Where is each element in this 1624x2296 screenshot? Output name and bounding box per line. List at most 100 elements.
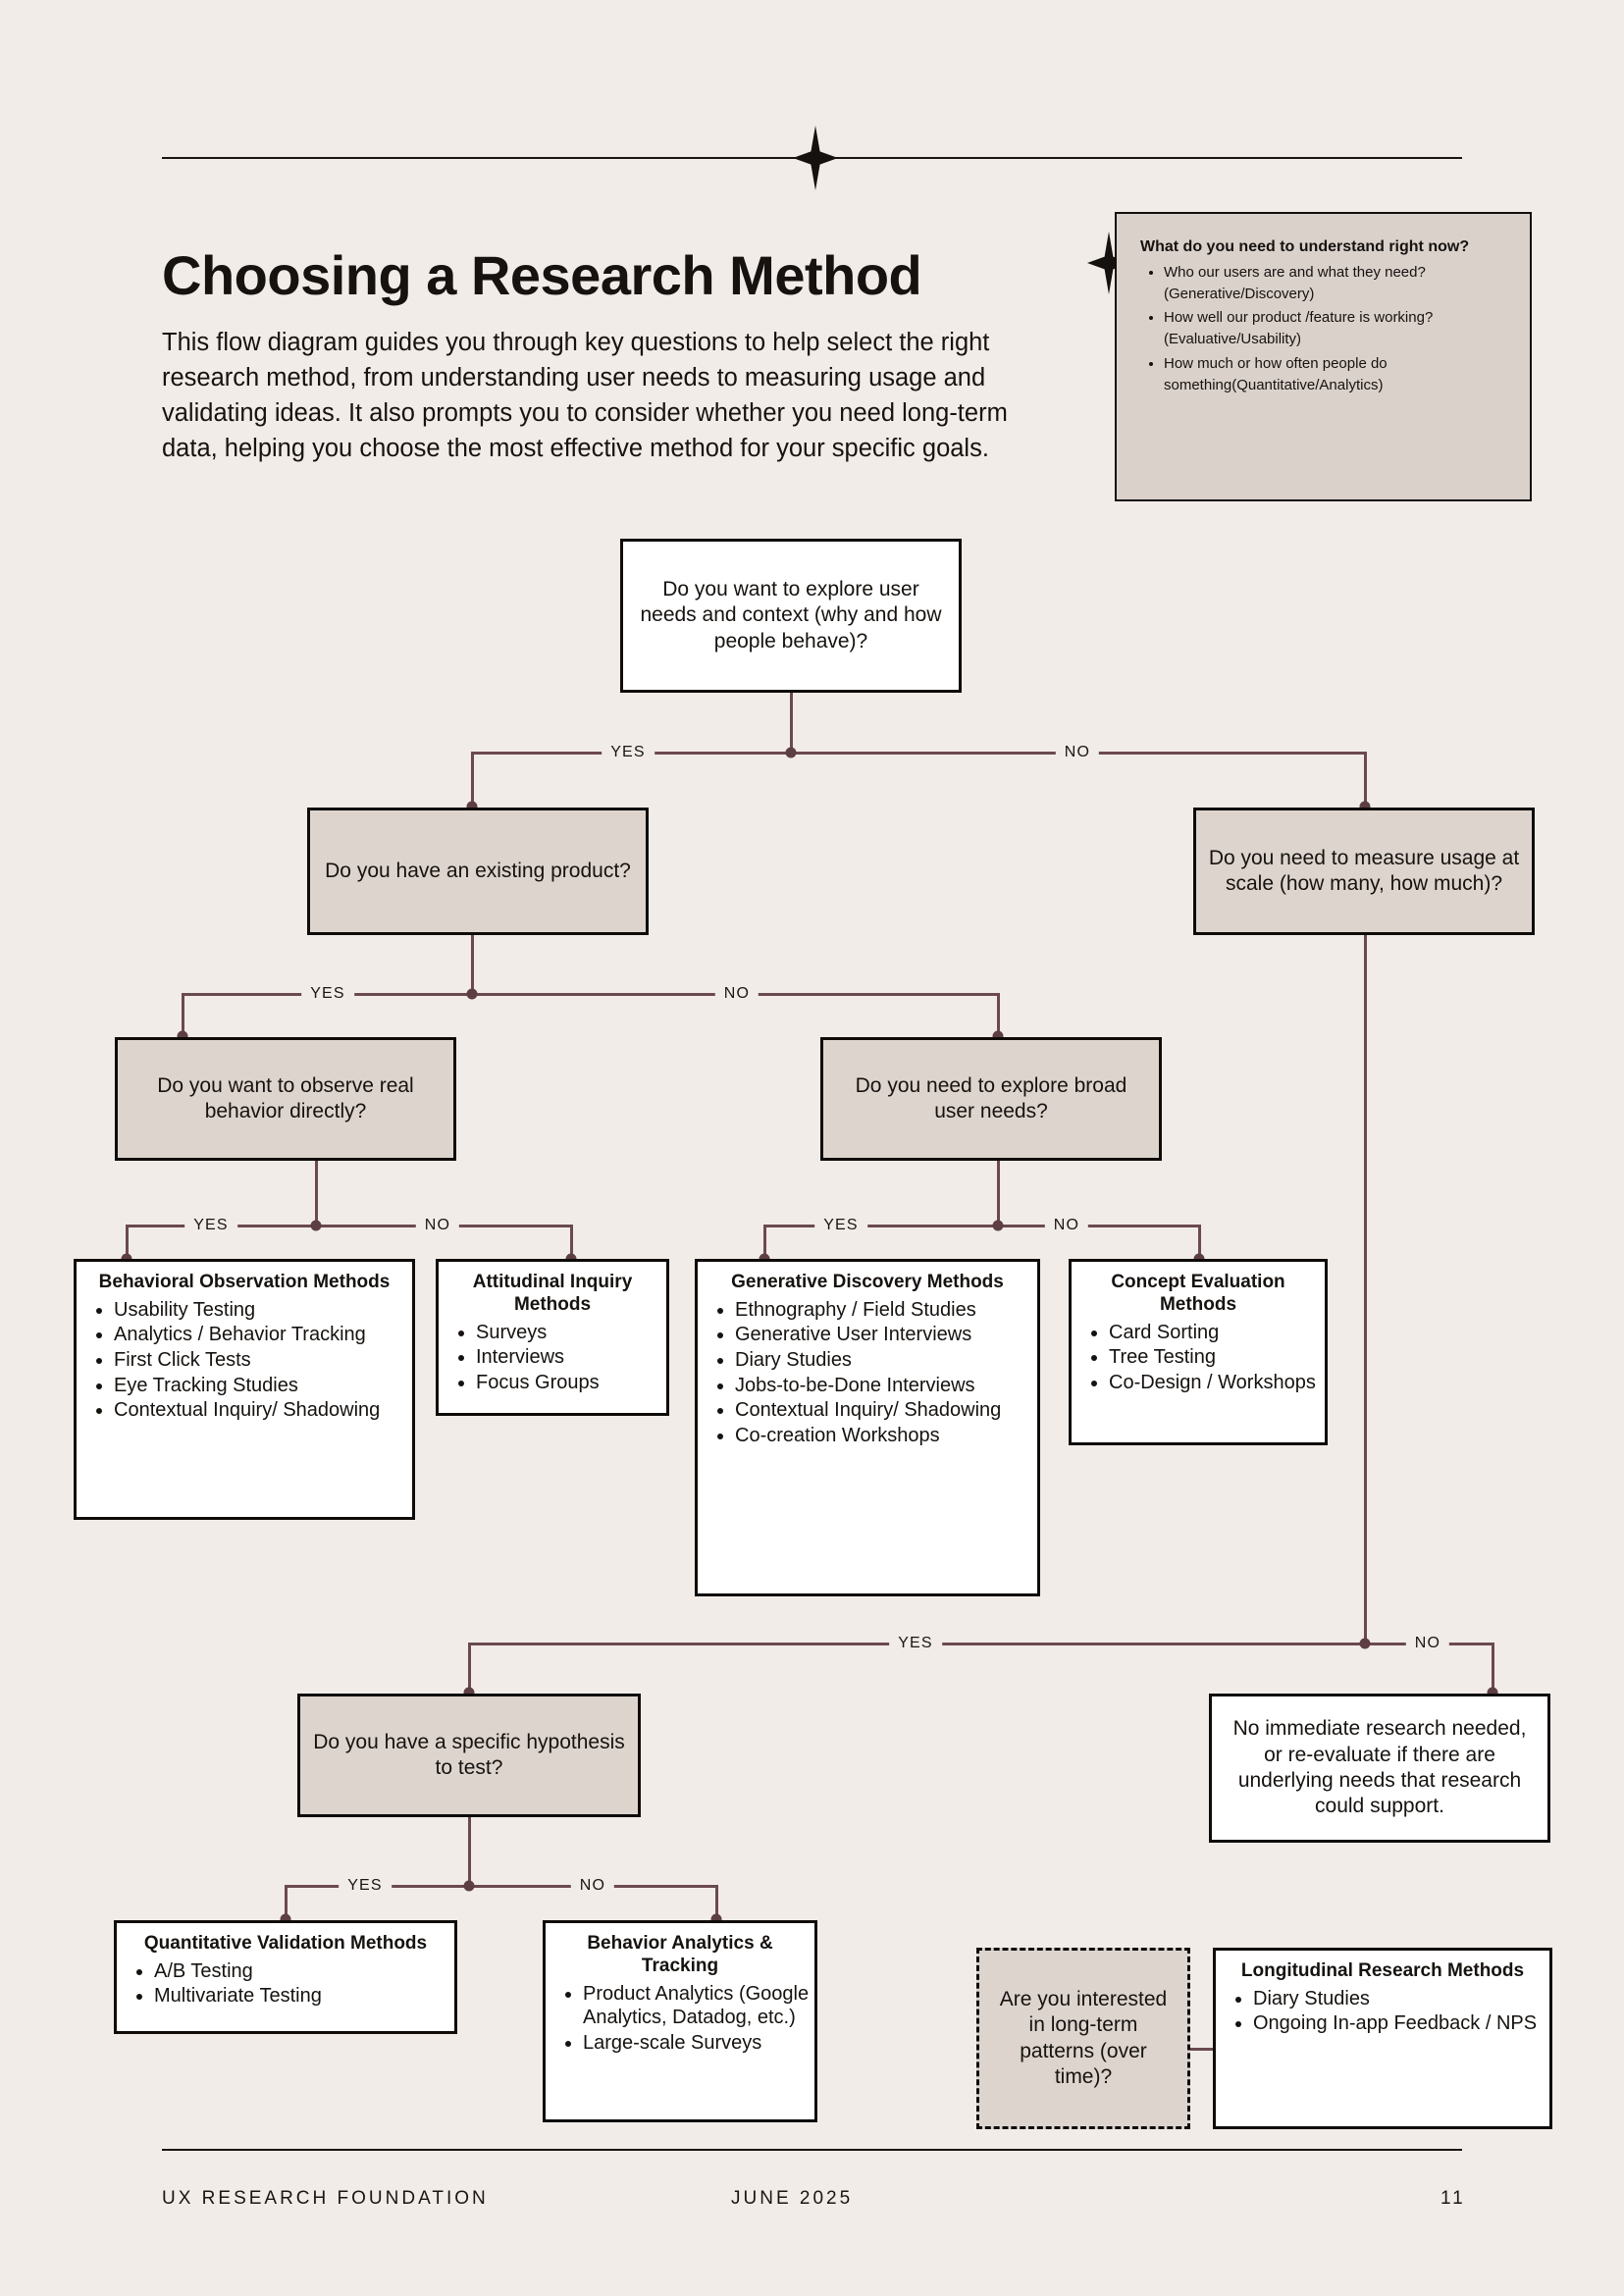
outcome-list: Product Analytics (Google Analytics, Dat… xyxy=(546,1982,814,2057)
connector xyxy=(468,1817,471,1886)
outcome-list: Diary Studies Ongoing In-app Feedback / … xyxy=(1216,1987,1549,2037)
list-item: How well our product /feature is working… xyxy=(1164,307,1510,350)
decision-observe-real-behavior[interactable]: Do you want to observe real behavior dir… xyxy=(115,1037,456,1161)
edge-label-yes: YES xyxy=(184,1217,237,1234)
node-text: Do you have a specific hypothesis to tes… xyxy=(313,1730,625,1779)
outcome-concept-evaluation[interactable]: Concept Evaluation Methods Card Sorting … xyxy=(1069,1259,1328,1445)
outcome-generative-discovery[interactable]: Generative Discovery Methods Ethnography… xyxy=(695,1259,1040,1596)
outcome-title: Concept Evaluation Methods xyxy=(1111,1272,1285,1315)
outcome-list: Usability Testing Analytics / Behavior T… xyxy=(77,1298,412,1424)
edge-label-no: NO xyxy=(1055,744,1100,761)
decision-explore-broad-needs[interactable]: Do you need to explore broad user needs? xyxy=(820,1037,1162,1161)
connector xyxy=(763,1225,1200,1227)
decision-long-term-patterns[interactable]: Are you interested in long-term patterns… xyxy=(976,1948,1190,2129)
node-text: Do you want to explore user needs and co… xyxy=(640,577,942,652)
connector xyxy=(182,993,184,1037)
list-item: Multivariate Testing xyxy=(154,1984,454,2009)
connector xyxy=(1492,1643,1494,1694)
list-item: Ongoing In-app Feedback / NPS xyxy=(1253,2011,1549,2036)
connector xyxy=(471,935,474,994)
connector-dot xyxy=(1359,1638,1371,1649)
list-item: Who our users are and what they need? (G… xyxy=(1164,262,1510,305)
decision-existing-product[interactable]: Do you have an existing product? xyxy=(307,808,649,935)
list-item: Large-scale Surveys xyxy=(583,2031,814,2056)
list-item: Usability Testing xyxy=(114,1298,412,1323)
connector xyxy=(471,752,474,808)
decision-measure-usage-at-scale[interactable]: Do you need to measure usage at scale (h… xyxy=(1193,808,1535,935)
node-text: Do you need to explore broad user needs? xyxy=(855,1073,1127,1122)
connector xyxy=(1364,935,1367,1644)
connector-dot xyxy=(463,1880,475,1892)
edge-label-yes: YES xyxy=(339,1877,392,1895)
edge-label-no: NO xyxy=(570,1877,615,1895)
decision-explore-user-needs[interactable]: Do you want to explore user needs and co… xyxy=(620,539,962,693)
outcome-title: Behavioral Observation Methods xyxy=(98,1272,391,1292)
callout-list: Who our users are and what they need? (G… xyxy=(1140,262,1510,396)
node-text: No immediate research needed, or re-eval… xyxy=(1232,1717,1527,1818)
connector-dot xyxy=(1487,1687,1498,1698)
connector xyxy=(468,1643,1493,1645)
list-item: Interviews xyxy=(476,1345,666,1370)
outcome-longitudinal-research[interactable]: Longitudinal Research Methods Diary Stud… xyxy=(1213,1948,1552,2129)
page-title: Choosing a Research Method xyxy=(162,243,922,306)
connector xyxy=(997,1161,1000,1226)
outcome-list: Surveys Interviews Focus Groups xyxy=(439,1321,666,1396)
list-item: Co-creation Workshops xyxy=(735,1424,1037,1448)
connector-dot xyxy=(463,1687,475,1698)
connector xyxy=(126,1225,572,1227)
connector xyxy=(126,1225,129,1260)
connector-dot xyxy=(785,747,797,758)
connector xyxy=(471,752,1366,755)
connector xyxy=(285,1885,716,1888)
footer-date: JUNE 2025 xyxy=(731,2188,854,2209)
outcome-title: Quantitative Validation Methods xyxy=(143,1933,428,1954)
connector-dot xyxy=(177,1030,188,1042)
connector xyxy=(285,1885,288,1920)
list-item: Card Sorting xyxy=(1109,1321,1325,1345)
list-item: Focus Groups xyxy=(476,1371,666,1395)
list-item: Ethnography / Field Studies xyxy=(735,1298,1037,1323)
outcome-attitudinal-inquiry[interactable]: Attitudinal Inquiry Methods Surveys Inte… xyxy=(436,1259,669,1416)
outcome-list: Card Sorting Tree Testing Co-Design / Wo… xyxy=(1072,1321,1325,1396)
connector-dot xyxy=(466,988,478,1000)
outcome-no-immediate-research[interactable]: No immediate research needed, or re-eval… xyxy=(1209,1694,1550,1843)
edge-label-yes: YES xyxy=(889,1635,942,1652)
edge-label-no: NO xyxy=(1405,1635,1450,1652)
list-item: A/B Testing xyxy=(154,1959,454,1984)
node-text: Do you need to measure usage at scale (h… xyxy=(1208,846,1520,895)
connector-dot xyxy=(310,1220,322,1231)
list-item: Contextual Inquiry/ Shadowing xyxy=(114,1398,412,1423)
node-text: Do you want to observe real behavior dir… xyxy=(157,1073,414,1122)
list-item: Co-Design / Workshops xyxy=(1109,1371,1325,1395)
connector-dot xyxy=(280,1913,291,1925)
connector xyxy=(763,1225,766,1260)
list-item: Generative User Interviews xyxy=(735,1323,1037,1347)
list-item: Contextual Inquiry/ Shadowing xyxy=(735,1398,1037,1423)
callout-box: What do you need to understand right now… xyxy=(1115,212,1532,501)
decision-specific-hypothesis[interactable]: Do you have a specific hypothesis to tes… xyxy=(297,1694,641,1817)
list-item: Eye Tracking Studies xyxy=(114,1374,412,1398)
connector-dot xyxy=(992,1030,1004,1042)
outcome-title: Generative Discovery Methods xyxy=(731,1272,1004,1292)
list-item: Tree Testing xyxy=(1109,1345,1325,1370)
connector xyxy=(468,1643,471,1694)
connector xyxy=(997,993,1000,1037)
connector xyxy=(315,1161,318,1226)
outcome-behavioral-observation[interactable]: Behavioral Observation Methods Usability… xyxy=(74,1259,415,1520)
edge-label-yes: YES xyxy=(301,985,354,1003)
edge-label-no: NO xyxy=(714,985,760,1003)
connector xyxy=(1364,752,1367,808)
outcome-behavior-analytics-tracking[interactable]: Behavior Analytics & Tracking Product An… xyxy=(543,1920,817,2122)
connector xyxy=(790,693,793,753)
connector-dot xyxy=(1359,801,1371,812)
footer-divider xyxy=(162,2149,1462,2151)
node-text: Are you interested in long-term patterns… xyxy=(999,1987,1168,2088)
edge-label-no: NO xyxy=(1044,1217,1089,1234)
outcome-title: Behavior Analytics & Tracking xyxy=(587,1933,773,1976)
edge-label-yes: YES xyxy=(814,1217,867,1234)
edge-label-yes: YES xyxy=(602,744,655,761)
list-item: How much or how often people do somethin… xyxy=(1164,353,1510,396)
outcome-quantitative-validation[interactable]: Quantitative Validation Methods A/B Test… xyxy=(114,1920,457,2034)
list-item: Analytics / Behavior Tracking xyxy=(114,1323,412,1347)
connector xyxy=(570,1225,573,1260)
